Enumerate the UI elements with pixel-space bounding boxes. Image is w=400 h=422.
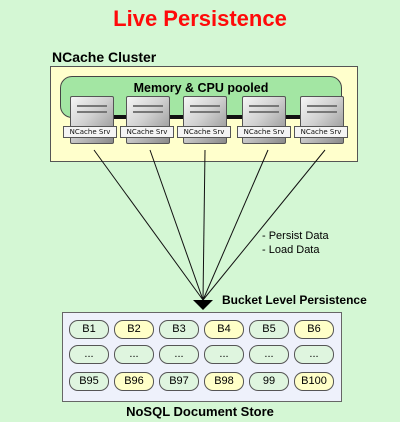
server-label-3: NCache Srv (177, 126, 231, 138)
connector-line-2 (149, 149, 204, 301)
bucket-persistence-label: Bucket Level Persistence (222, 293, 367, 307)
connector-line-4 (202, 149, 269, 301)
bucket-cell: ... (249, 345, 289, 364)
bucket-cell: 99 (249, 372, 289, 391)
bucket-cell: ... (114, 345, 154, 364)
bucket-cell: B98 (204, 372, 244, 391)
bucket-cell: B2 (114, 320, 154, 339)
convergence-arrow (193, 300, 213, 310)
memory-pool-label: Memory & CPU pooled (133, 81, 269, 95)
note-load-data: - Load Data (262, 244, 320, 256)
server-label-1: NCache Srv (63, 126, 117, 138)
bucket-cell: B6 (294, 320, 334, 339)
bucket-cell: B97 (159, 372, 199, 391)
server-label-2: NCache Srv (120, 126, 174, 138)
bucket-cell: B96 (114, 372, 154, 391)
bucket-cell: ... (69, 345, 109, 364)
document-store-label: NoSQL Document Store (126, 404, 274, 419)
connector-line-5 (202, 149, 326, 301)
bucket-cell: B100 (294, 372, 334, 391)
operation-notes: - Persist Data - Load Data (262, 229, 329, 257)
bucket-cell: ... (159, 345, 199, 364)
diagram-title: Live Persistence (113, 6, 287, 31)
bucket-cell: B95 (69, 372, 109, 391)
bucket-cell: B3 (159, 320, 199, 339)
cluster-label: NCache Cluster (52, 49, 157, 65)
note-persist-data: - Persist Data (262, 230, 329, 242)
server-label-4: NCache Srv (237, 126, 291, 138)
bucket-cell: B5 (249, 320, 289, 339)
connector-line-3 (202, 149, 206, 301)
bucket-cell: ... (204, 345, 244, 364)
bucket-cell: B4 (204, 320, 244, 339)
connector-line-1 (93, 149, 204, 301)
server-label-5: NCache Srv (294, 126, 348, 138)
bucket-cell: ... (294, 345, 334, 364)
bucket-cell: B1 (69, 320, 109, 339)
